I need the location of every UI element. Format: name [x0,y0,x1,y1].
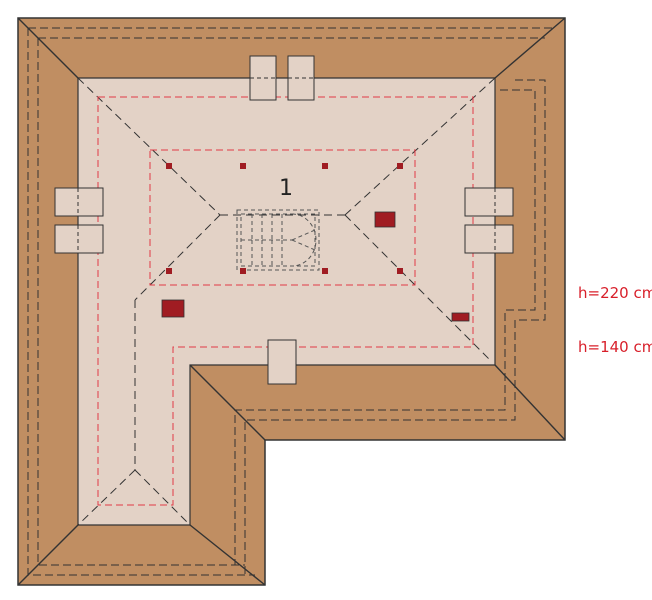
legend-height-220: h=220 cm [578,284,652,302]
legend-height-140: h=140 cm [578,338,652,356]
chimney-bottom [267,339,297,385]
chimney-left-bottom [54,224,104,254]
attic-floor [77,77,496,526]
ceiling-hip-lines [77,77,496,526]
posts [166,163,403,274]
room-number: 1 [279,176,293,201]
wall-dashed-lines [27,27,555,576]
chimney-dashes [77,77,496,253]
height-140-line [97,96,474,506]
roof-windows [161,211,470,322]
staircase [236,209,320,271]
chimney-left-top [54,187,104,217]
chimney-right-top [464,187,514,217]
roof-window-1 [374,211,396,228]
roof-window-3 [451,312,470,322]
height-220-line [149,149,416,286]
roof-window-2 [161,299,185,318]
chimney-right-bottom [464,224,514,254]
